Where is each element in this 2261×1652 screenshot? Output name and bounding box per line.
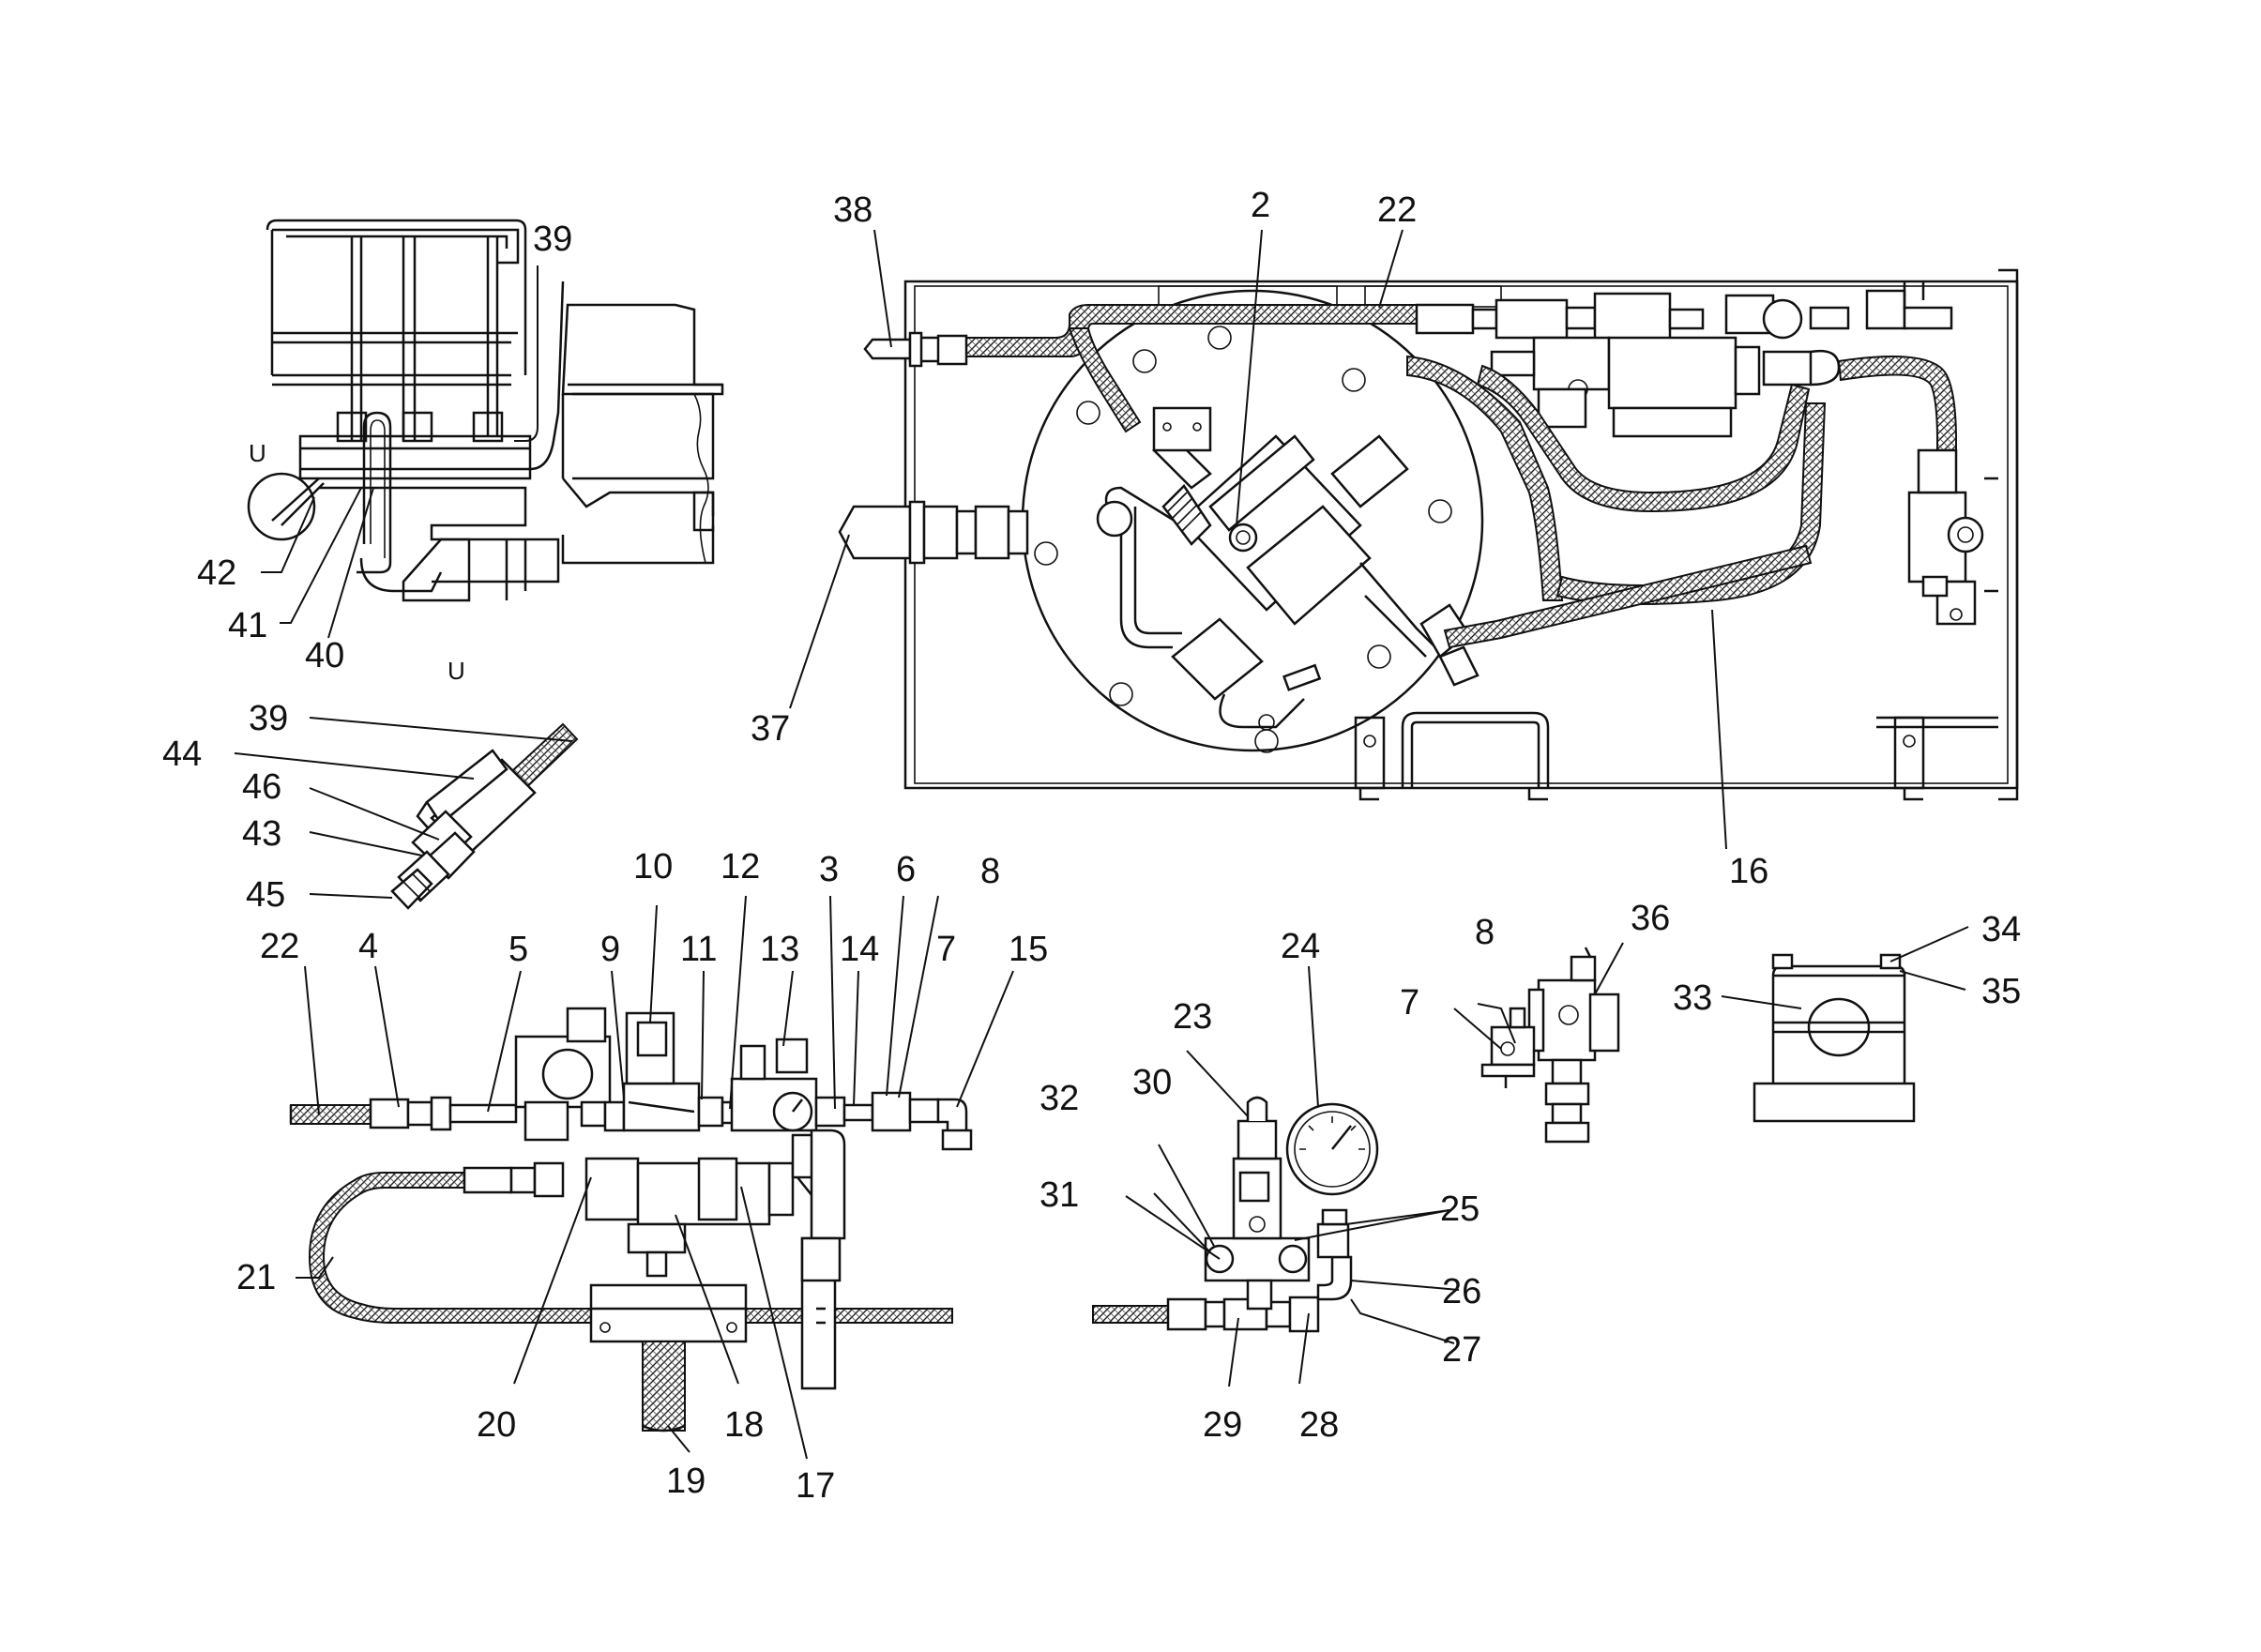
callout-label: 21 (236, 1258, 277, 1297)
callout-label: 22 (260, 927, 300, 966)
callout-label: 27 (1442, 1330, 1482, 1370)
callout-label: 42 (197, 553, 237, 593)
callout-label: 6 (896, 850, 917, 889)
callout-label: 22 (1377, 190, 1418, 230)
enclosure-top-view (838, 268, 2019, 801)
machine-side-view (247, 219, 724, 602)
callout-label: 5 (508, 930, 529, 969)
callout-label: 8 (1475, 913, 1495, 952)
valve-manifold-assembly (289, 1007, 973, 1432)
callout-label: 28 (1299, 1405, 1340, 1445)
callout-label: 9 (600, 930, 621, 969)
callout-label: 10 (633, 847, 674, 887)
callout-label: 43 (242, 814, 282, 854)
callout-label: 16 (1729, 852, 1769, 891)
callout-label: 37 (751, 709, 791, 749)
callout-label: 17 (796, 1466, 836, 1506)
callout-label: 8 (980, 852, 1001, 891)
callout-label: 33 (1673, 978, 1713, 1018)
pipe-clamp (1753, 953, 1916, 1123)
callout-label: 41 (228, 606, 268, 645)
callout-label: 44 (162, 735, 203, 774)
callout-label: 35 (1981, 972, 2022, 1011)
valve-detail (1480, 947, 1620, 1144)
callout-label: 23 (1173, 997, 1213, 1037)
callout-label: 31 (1039, 1175, 1080, 1215)
callout-label: 38 (833, 190, 873, 230)
callout-label: 30 (1132, 1063, 1173, 1102)
leader-lines (234, 229, 1969, 1460)
detail-connector-assembly (390, 722, 579, 910)
callout-label: 36 (1631, 899, 1671, 938)
callout-label: 46 (242, 767, 282, 807)
callout-label: 14 (840, 930, 880, 969)
callout-label: 34 (1981, 910, 2022, 949)
section-marker-label: U (249, 439, 266, 467)
callout-label: 4 (358, 927, 379, 966)
callout-label: 39 (249, 699, 289, 738)
callout-label: 19 (666, 1462, 706, 1501)
callout-label: 26 (1442, 1272, 1482, 1311)
callout-label: 18 (724, 1405, 765, 1445)
callout-label: 7 (936, 930, 957, 969)
gauge-assembly (1092, 1096, 1379, 1333)
callout-label: 29 (1203, 1405, 1243, 1445)
callout-label: 12 (721, 847, 761, 887)
callout-label: 24 (1281, 927, 1321, 966)
callout-label: 13 (760, 930, 800, 969)
callout-label: 32 (1039, 1079, 1080, 1118)
callout-label: 11 (680, 930, 718, 969)
callout-label: 40 (305, 636, 345, 675)
callout-label: 39 (533, 220, 573, 259)
callout-label: 20 (477, 1405, 517, 1445)
callout-label: 25 (1440, 1190, 1480, 1229)
section-marker-label: U (448, 657, 465, 685)
callout-label: 2 (1251, 186, 1271, 225)
callout-label: 7 (1400, 983, 1420, 1023)
callout-label: 45 (246, 875, 286, 915)
callout-label: 3 (819, 850, 840, 889)
callout-label: 15 (1009, 930, 1049, 969)
